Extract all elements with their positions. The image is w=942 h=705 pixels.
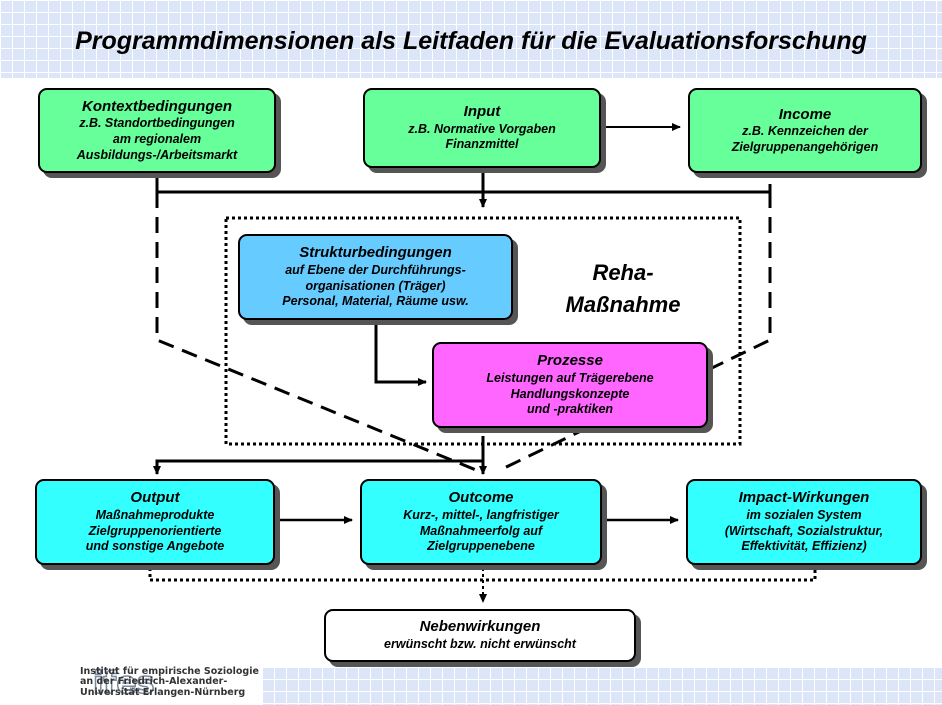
income-box: Income z.B. Kennzeichen der Zielgruppena…: [688, 88, 922, 173]
box-text: Zielgruppenebene: [427, 539, 535, 554]
box-text: Finanzmittel: [445, 137, 519, 152]
strukturbedingungen-box: Strukturbedingungen auf Ebene der Durchf…: [238, 234, 513, 320]
box-text: und -praktiken: [526, 402, 614, 417]
box-text: z.B. Standortbedingungen: [79, 116, 235, 131]
box-heading: Kontextbedingungen: [82, 97, 232, 115]
box-text: im sozialen System: [746, 507, 862, 522]
income-outcome-dashed: [499, 192, 772, 472]
footer-band: [262, 667, 942, 705]
impact-wirkungen-box: Impact-Wirkungen im sozialen System (Wir…: [686, 479, 922, 565]
box-text: Effektivität, Effizienz): [741, 539, 867, 554]
output-box: Output Maßnahmeprodukte Zielgruppenorien…: [35, 479, 275, 565]
nebenwirkungen-box: Nebenwirkungen erwünscht bzw. nicht erwü…: [324, 609, 636, 662]
outcome-box: Outcome Kurz-, mittel-, langfristiger Ma…: [360, 479, 602, 565]
institute-name: Institut für empirische Soziologie an de…: [80, 666, 259, 698]
box-text: Handlungskonzepte: [510, 386, 630, 401]
box-text: Zielgruppenangehörigen: [731, 139, 879, 154]
box-text: z.B. Normative Vorgaben: [408, 121, 556, 136]
box-heading: Outcome: [448, 489, 514, 507]
input-box: Input z.B. Normative Vorgaben Finanzmitt…: [363, 88, 601, 168]
box-heading: Input: [463, 103, 501, 120]
box-text: organisationen (Träger): [305, 278, 446, 293]
box-text: erwünscht bzw. nicht erwünscht: [384, 637, 576, 652]
title-band: [0, 0, 942, 78]
box-heading: Strukturbedingungen: [299, 244, 452, 262]
prozesse-box: Prozesse Leistungen auf Trägerebene Hand…: [432, 342, 708, 428]
struktur-prozesse-arrow: [374, 320, 427, 386]
box-heading: Income: [778, 105, 832, 123]
box-heading: Output: [130, 489, 180, 507]
box-text: und sonstige Angebote: [85, 539, 225, 554]
process-output-arrow: [153, 436, 485, 475]
box-text: am regionalem: [112, 132, 202, 147]
ifes-logo: ifes: [92, 665, 155, 702]
institute-line: Institut für empirische Soziologie: [80, 666, 259, 677]
box-text: Leistungen auf Trägerebene: [486, 370, 654, 385]
reha-line: Maßnahme: [565, 291, 681, 317]
box-text: (Wirtschaft, Sozialstruktur,: [724, 523, 884, 538]
institute-line: an der Friedrich-Alexander-: [80, 676, 228, 688]
institute-line: Universität Erlangen-Nürnberg: [80, 686, 246, 698]
svg-text:ifes: ifes: [93, 666, 155, 701]
reha-line: Reha-: [592, 260, 654, 285]
box-heading: Impact-Wirkungen: [738, 489, 870, 507]
reha-label: Reha- Maßnahme: [548, 257, 698, 321]
kontextbedingungen-box: Kontextbedingungen z.B. Standortbedingun…: [38, 88, 276, 173]
page-title: Programmdimensionen als Leitfaden für di…: [75, 27, 867, 55]
box-text: z.B. Kennzeichen der: [742, 124, 868, 139]
box-text: Maßnahmeerfolg auf: [419, 523, 543, 538]
box-text: auf Ebene der Durchführungs-: [285, 262, 466, 277]
box-text: Zielgruppenorientierte: [88, 523, 222, 538]
box-text: Ausbildungs-/Arbeitsmarkt: [76, 147, 238, 162]
context-outcome-dashed: [155, 192, 477, 472]
top-merge-line: [155, 176, 772, 194]
box-text: Kurz-, mittel-, langfristiger: [403, 507, 559, 522]
box-text: Maßnahmeprodukte: [95, 507, 215, 522]
box-heading: Nebenwirkungen: [419, 618, 541, 636]
box-text: Personal, Material, Räume usw.: [282, 294, 469, 309]
box-heading: Prozesse: [537, 352, 603, 370]
